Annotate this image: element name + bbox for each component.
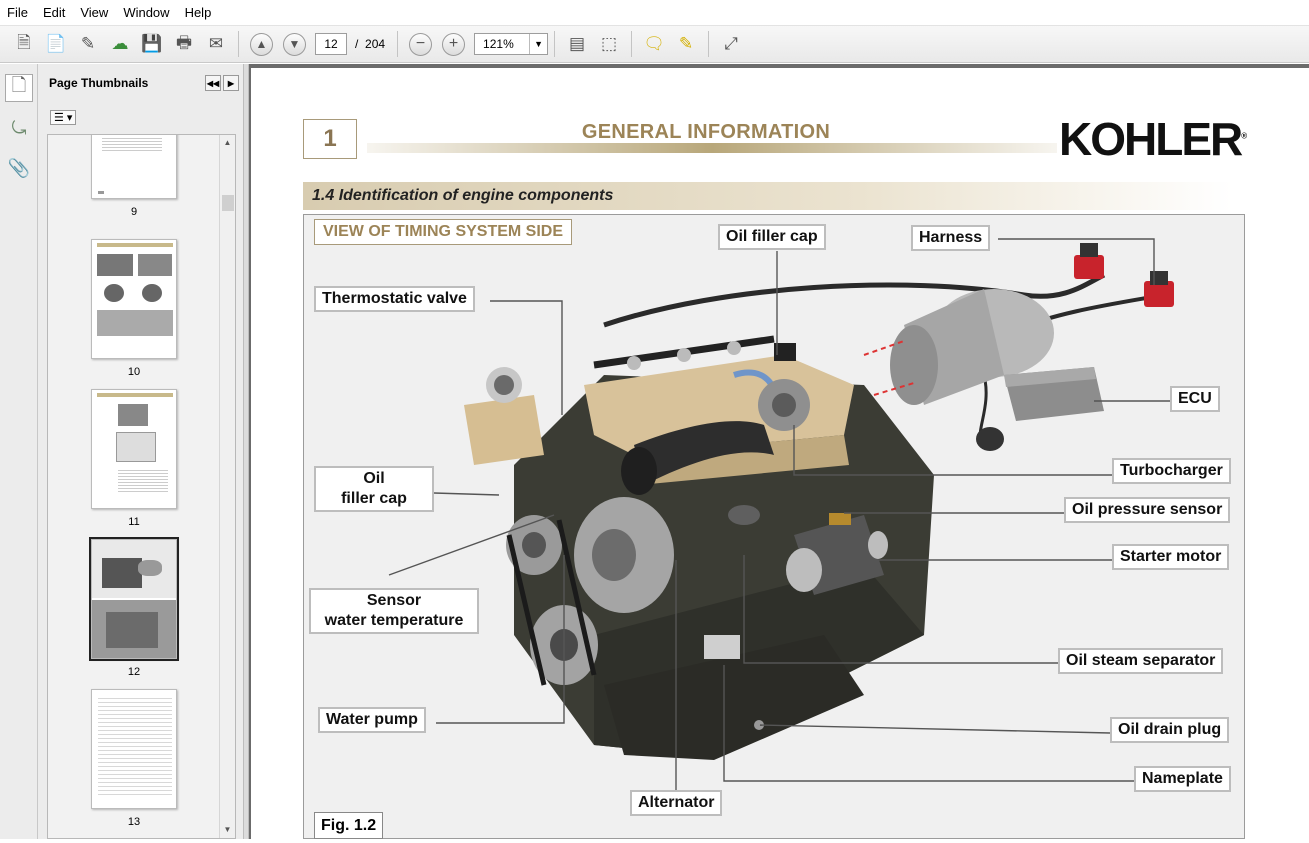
panel-title: Page Thumbnails bbox=[49, 76, 149, 90]
label-oil-filler-cap-top: Oil filler cap bbox=[718, 224, 826, 250]
comment-icon[interactable]: 🗨 bbox=[643, 34, 665, 53]
document-view[interactable]: 1 GENERAL INFORMATION KOHLER® 1.4 Identi… bbox=[249, 64, 1309, 843]
document-page: 1 GENERAL INFORMATION KOHLER® 1.4 Identi… bbox=[251, 68, 1309, 843]
toolbar-divider bbox=[554, 31, 556, 57]
toolbar: 🗎 📄 ✎ ☁ 💾 🖶 ✉ ▲ ▼ 12 / 204 − + 121% ▼ ▤ … bbox=[0, 26, 1309, 63]
full-screen-icon[interactable]: ⤢ bbox=[724, 34, 738, 53]
thumbnail-item-current[interactable]: 12 bbox=[89, 537, 179, 678]
label-oil-pressure-sensor: Oil pressure sensor bbox=[1064, 497, 1231, 523]
thumbnail-number: 12 bbox=[127, 666, 141, 678]
create-pdf-icon[interactable]: 🗎 bbox=[17, 32, 31, 52]
options-menu-icon[interactable]: ☰ ▾ bbox=[50, 109, 77, 125]
label-sensor-water-temperature: Sensor water temperature bbox=[309, 588, 479, 634]
label-nameplate: Nameplate bbox=[1134, 766, 1231, 792]
thumbnail-item[interactable]: 10 bbox=[91, 239, 177, 378]
label-alternator: Alternator bbox=[630, 790, 723, 816]
panel-header: Page Thumbnails ◀◀ ▶ bbox=[38, 64, 243, 102]
thumbnail-page[interactable] bbox=[91, 135, 177, 199]
thumbnail-number: 9 bbox=[130, 206, 138, 218]
previous-page-icon[interactable]: ▲ bbox=[250, 32, 273, 56]
label-water-pump: Water pump bbox=[318, 707, 426, 733]
toolbar-divider bbox=[708, 31, 710, 57]
subheading: 1.4 Identification of engine components bbox=[303, 182, 1233, 210]
thumbnail-list[interactable]: 9 10 11 bbox=[47, 134, 236, 839]
title-underline bbox=[367, 143, 1057, 153]
menu-window[interactable]: Window bbox=[123, 4, 170, 20]
zoom-out-icon[interactable]: − bbox=[409, 32, 433, 56]
thumbnail-options-button[interactable]: ☰ ▾ bbox=[38, 102, 243, 132]
page-total: / 204 bbox=[355, 37, 386, 51]
thumbnail-page[interactable] bbox=[89, 537, 179, 661]
thumbnail-number: 10 bbox=[127, 366, 141, 378]
menu-view[interactable]: View bbox=[80, 4, 109, 20]
figure: VIEW OF TIMING SYSTEM SIDE Oil filler ca… bbox=[303, 214, 1245, 839]
save-icon[interactable]: 💾 bbox=[141, 34, 163, 53]
label-harness: Harness bbox=[911, 225, 991, 251]
bookmarks-icon[interactable]: ⤿ bbox=[11, 117, 27, 138]
section-title: GENERAL INFORMATION bbox=[581, 121, 831, 143]
label-turbocharger: Turbocharger bbox=[1112, 458, 1231, 484]
edit-document-icon[interactable]: ✎ bbox=[80, 34, 96, 53]
thumbnail-item[interactable]: 11 bbox=[91, 389, 177, 528]
label-thermostatic-valve: Thermostatic valve bbox=[314, 286, 475, 312]
toolbar-divider bbox=[631, 31, 633, 57]
navigation-rail: 🗋 ⤿ 📎 bbox=[0, 64, 38, 839]
panel-splitter[interactable] bbox=[243, 64, 249, 839]
thumbnail-page[interactable] bbox=[91, 239, 177, 359]
menu-edit[interactable]: Edit bbox=[42, 4, 66, 20]
kohler-logo: KOHLER® bbox=[1059, 113, 1248, 165]
highlight-icon[interactable]: ✎ bbox=[678, 34, 694, 53]
label-oil-steam-separator: Oil steam separator bbox=[1058, 648, 1224, 674]
scrollbar-thumb[interactable] bbox=[221, 195, 234, 211]
upload-cloud-icon[interactable]: ☁ bbox=[111, 34, 129, 53]
collapse-panel-icon[interactable]: ◀◀ bbox=[205, 75, 221, 91]
zoom-value: 121% bbox=[483, 37, 514, 51]
zoom-select[interactable]: 121% ▼ bbox=[474, 33, 549, 55]
figure-caption: Fig. 1.2 bbox=[314, 812, 384, 839]
chevron-down-icon[interactable]: ▼ bbox=[529, 34, 547, 54]
expand-panel-icon[interactable]: ▶ bbox=[223, 75, 239, 91]
zoom-in-icon[interactable]: + bbox=[442, 32, 466, 56]
thumbnail-number: 11 bbox=[128, 516, 140, 528]
label-starter-motor: Starter motor bbox=[1112, 544, 1230, 570]
label-oil-filler-cap-left: Oil filler cap bbox=[314, 466, 434, 512]
scroll-up-icon[interactable]: ▲ bbox=[223, 138, 232, 147]
thumbnails-panel: Page Thumbnails ◀◀ ▶ ☰ ▾ 9 bbox=[38, 64, 243, 839]
view-title: VIEW OF TIMING SYSTEM SIDE bbox=[314, 219, 573, 245]
menu-file[interactable]: File bbox=[7, 4, 28, 20]
thumbnail-page[interactable] bbox=[91, 689, 177, 809]
menu-help[interactable]: Help bbox=[184, 4, 212, 20]
engine-illustration bbox=[388, 238, 1174, 793]
toolbar-divider bbox=[397, 31, 399, 57]
fit-width-icon[interactable]: ⬚ bbox=[601, 34, 618, 53]
attachments-icon[interactable]: 📎 bbox=[7, 157, 31, 178]
page-thumbnails-icon[interactable]: 🗋 bbox=[5, 74, 33, 102]
thumbnail-number: 13 bbox=[127, 816, 141, 828]
print-icon[interactable]: 🖶 bbox=[175, 32, 193, 52]
thumbnail-page[interactable] bbox=[91, 389, 177, 509]
label-oil-drain-plug: Oil drain plug bbox=[1110, 717, 1230, 743]
toolbar-divider bbox=[238, 31, 239, 57]
open-file-icon[interactable]: 📄 bbox=[45, 34, 67, 53]
label-ecu: ECU bbox=[1170, 386, 1220, 412]
thumbnail-item[interactable]: 13 bbox=[91, 689, 177, 828]
section-number: 1 bbox=[303, 119, 357, 159]
thumbnail-scrollbar[interactable]: ▲ ▼ bbox=[219, 135, 235, 838]
page-number-input[interactable]: 12 bbox=[315, 33, 347, 55]
menu-bar: File Edit View Window Help bbox=[0, 0, 1309, 26]
thumbnail-item[interactable]: 9 bbox=[91, 135, 177, 218]
next-page-icon[interactable]: ▼ bbox=[283, 32, 306, 56]
fit-page-icon[interactable]: ▤ bbox=[569, 34, 586, 53]
email-icon[interactable]: ✉ bbox=[208, 34, 224, 53]
scroll-down-icon[interactable]: ▼ bbox=[223, 825, 232, 834]
